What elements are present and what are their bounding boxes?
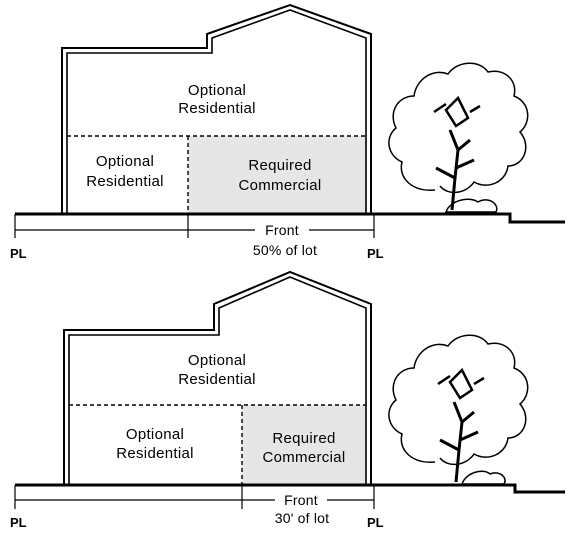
upper-label-line1-bottom: Optional <box>188 352 246 369</box>
front-label-bg-top <box>255 222 309 238</box>
pl-label-left-bottom: PL <box>10 515 27 530</box>
commercial-label-line2-bottom: Commercial <box>262 449 345 466</box>
pl-label-right-top: PL <box>367 246 384 261</box>
front-label-top: Front <box>265 222 299 238</box>
commercial-label-line1-top: Required <box>248 157 311 174</box>
commercial-label-line2-top: Commercial <box>238 177 321 194</box>
tree-canopy <box>388 334 529 466</box>
commercial-area-bottom <box>242 405 366 485</box>
front-label-bg-bottom <box>275 492 327 508</box>
pl-label-left-top: PL <box>10 246 27 261</box>
lower-left-label-line2-bottom: Residential <box>116 445 194 462</box>
tree-bottom <box>388 334 529 485</box>
building-outline-inner-bottom <box>68 276 367 485</box>
front-sublabel-top: 50% of lot <box>253 242 317 258</box>
building-outline-inner-top <box>66 9 367 214</box>
tree-trunk <box>439 401 479 483</box>
lower-left-label-line1-bottom: Optional <box>126 426 184 443</box>
commercial-area-top <box>188 136 367 214</box>
lower-left-label-line2-top: Residential <box>86 173 164 190</box>
tree-canopy <box>388 62 529 194</box>
tree-branches <box>437 367 485 400</box>
pl-label-right-bottom: PL <box>367 515 384 530</box>
tree-roots <box>444 198 498 213</box>
diagram-bottom: Optional Residential Optional Residentia… <box>10 270 565 530</box>
tree-roots <box>460 470 506 485</box>
lower-left-label-line1-top: Optional <box>96 153 154 170</box>
ground-line-bottom <box>15 483 565 494</box>
tree-trunk <box>435 129 475 211</box>
tree-branches <box>433 95 481 128</box>
ground-line-top <box>15 212 565 224</box>
upper-label-line2-top: Residential <box>178 100 256 117</box>
building-outline-bottom <box>63 270 372 485</box>
tree-top <box>388 62 529 213</box>
building-outline-top <box>61 3 372 214</box>
front-label-bottom: Front <box>284 492 318 508</box>
diagram-top: Optional Residential Optional Residentia… <box>10 3 565 261</box>
upper-label-line2-bottom: Residential <box>178 371 256 388</box>
front-sublabel-bottom: 30' of lot <box>275 510 330 526</box>
commercial-label-line1-bottom: Required <box>272 430 335 447</box>
upper-label-line1-top: Optional <box>188 82 246 99</box>
